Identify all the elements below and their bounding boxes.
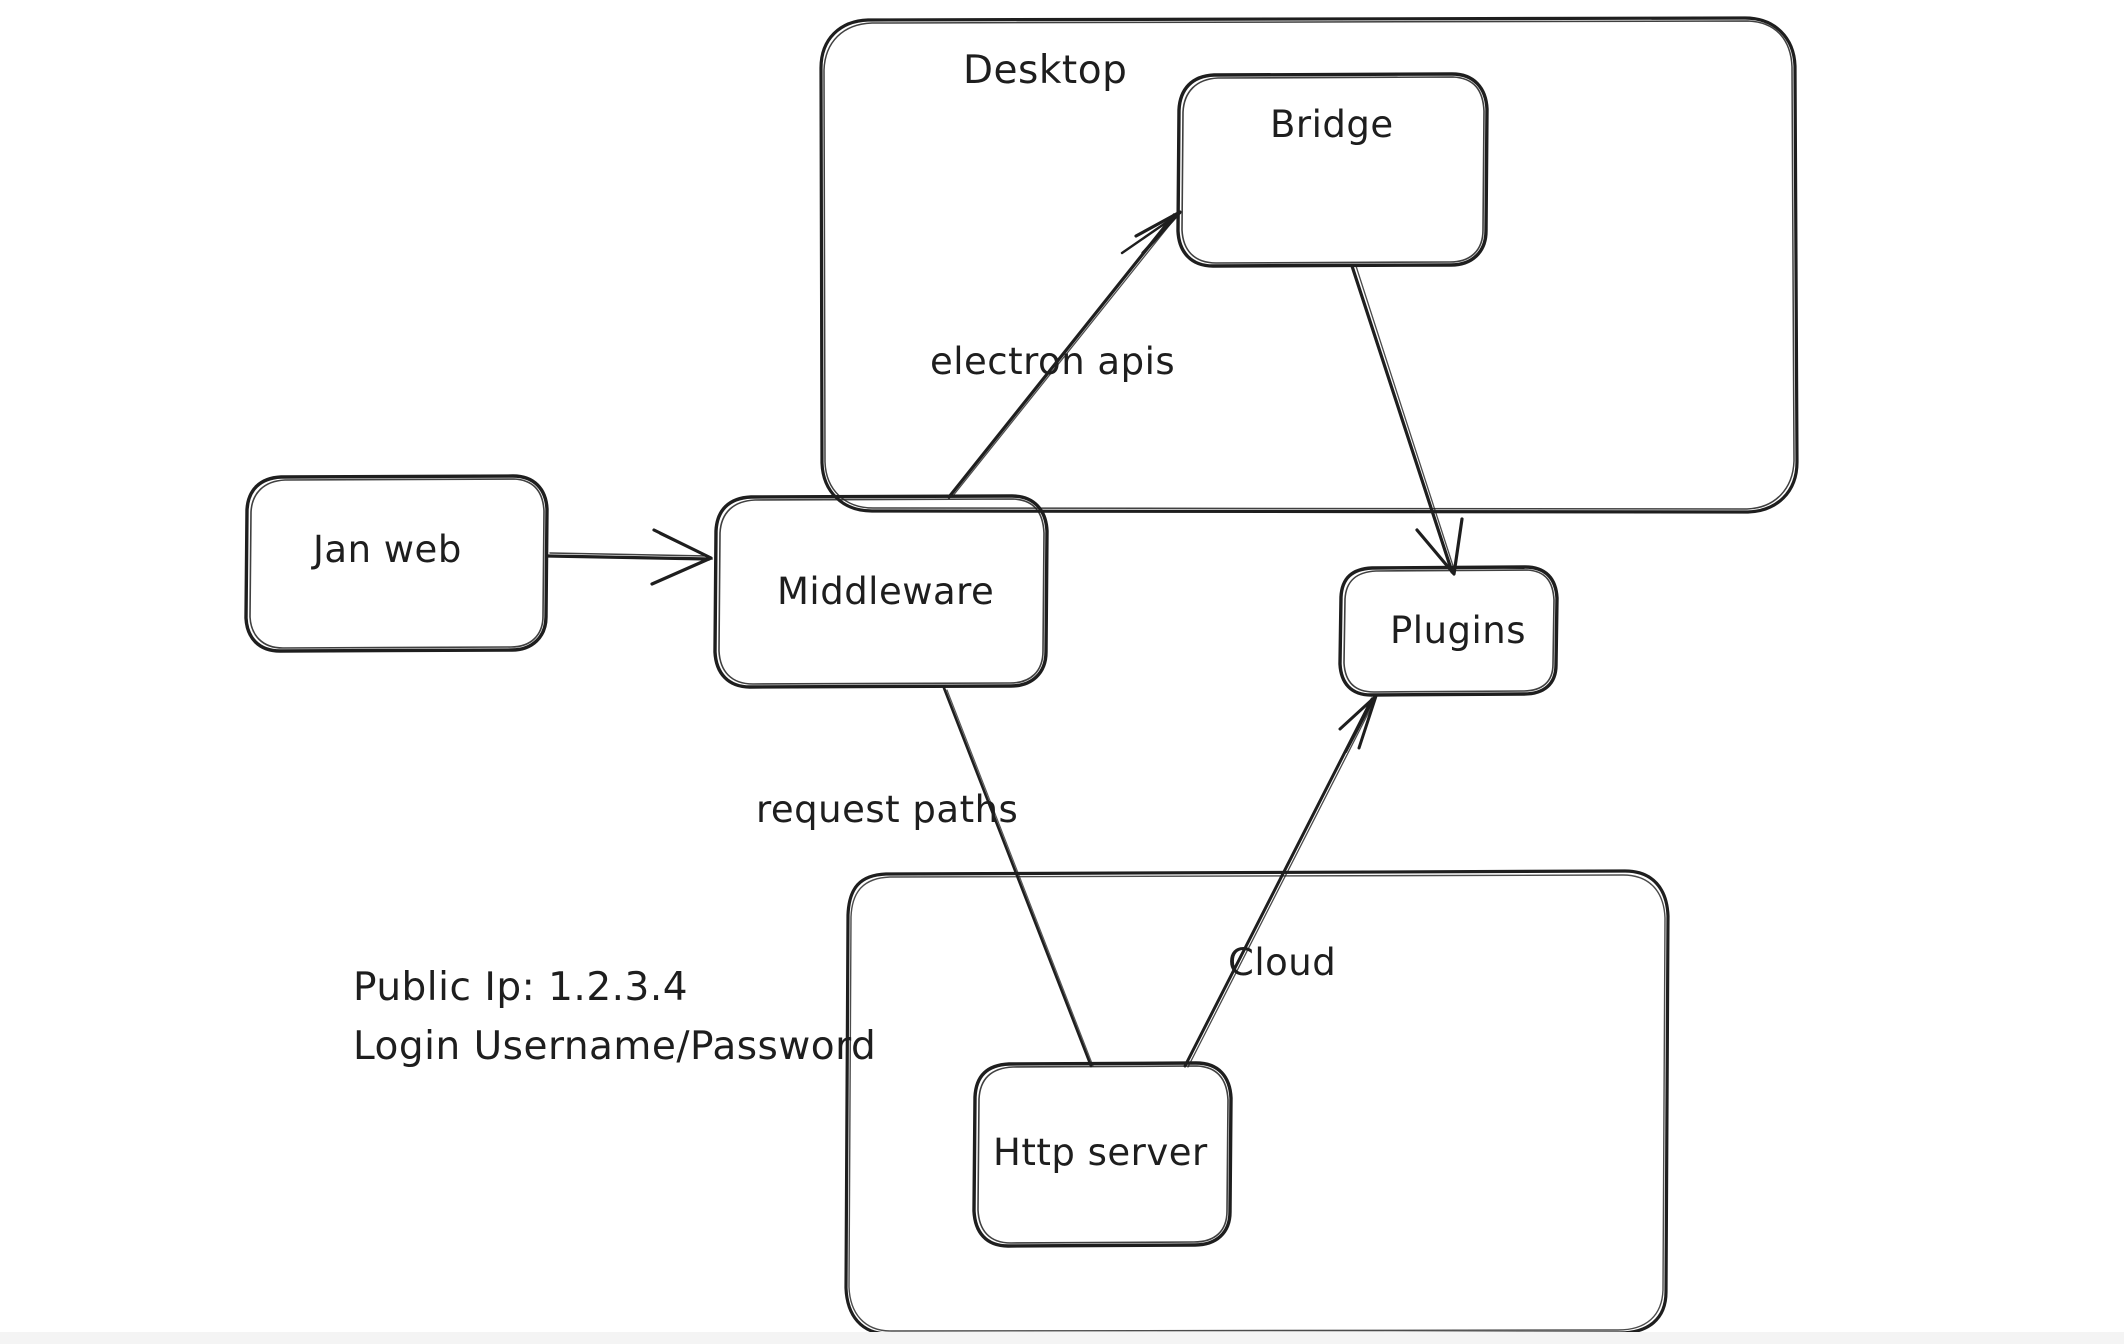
node-http-server-outline [972,1061,1233,1248]
bottom-edge-strip [0,1332,2124,1344]
node-plugins-outline [1338,565,1559,697]
node-middleware-outline [713,494,1049,689]
edge-jan-to-middleware [546,528,713,586]
edge-middleware-to-http [942,686,1094,1068]
node-label-bridge[interactable]: Bridge [1270,103,1394,146]
node-label-middleware[interactable]: Middleware [777,570,995,613]
node-jan-web-outline [244,474,549,653]
edge-http-to-plugins [1183,694,1378,1068]
group-desktop-outline [819,16,1799,514]
group-label-desktop: Desktop [963,48,1128,93]
node-label-http-server[interactable]: Http server [993,1131,1208,1174]
node-bridge-outline [1176,72,1489,268]
edge-bridge-to-plugins [1350,264,1464,576]
edge-label-electron-apis: electron apis [930,340,1176,383]
note-public-ip-line2: Login Username/Password [353,1024,877,1069]
node-label-jan-web[interactable]: Jan web [313,528,462,571]
edge-label-cloud: Cloud [1228,941,1337,984]
edge-label-request-paths: request paths [756,788,1019,831]
edge-middleware-to-bridge [947,210,1182,499]
note-public-ip-line1: Public Ip: 1.2.3.4 [353,965,689,1010]
node-label-plugins[interactable]: Plugins [1390,609,1527,652]
